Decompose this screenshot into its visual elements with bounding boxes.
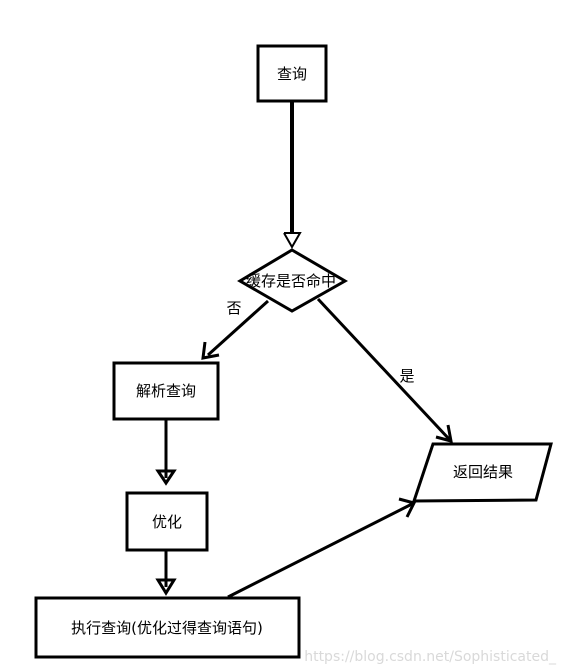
node-return-result-shape xyxy=(411,442,553,503)
edge-parse-to-optimize xyxy=(155,419,177,486)
arrowhead xyxy=(155,469,177,486)
edge-cache-to-parse xyxy=(201,299,270,360)
edge-line xyxy=(206,299,270,357)
edge-query-to-cache xyxy=(283,101,302,250)
node-cache-check-diamond xyxy=(237,248,349,313)
edge-cache-to-result xyxy=(316,297,453,444)
edge-label-yes: 是 xyxy=(399,367,414,385)
arrowhead xyxy=(435,424,453,444)
node-optimize-label: 优化 xyxy=(152,513,182,531)
arrowhead xyxy=(201,341,220,360)
arrowhead xyxy=(398,497,417,518)
edge-label-no: 否 xyxy=(226,299,241,317)
edge-optimize-to-execute xyxy=(155,550,177,596)
node-parse-label: 解析查询 xyxy=(136,382,196,400)
node-execute-label: 执行查询(优化过得查询语句) xyxy=(71,619,263,637)
node-query-box xyxy=(256,44,328,103)
node-parse-box xyxy=(112,361,220,421)
watermark: https://blog.csdn.net/Sophisticated_ xyxy=(304,649,557,665)
arrowhead xyxy=(283,232,302,250)
node-cache-check-label: 缓存是否命中 xyxy=(246,272,336,290)
node-return-result-label: 返回结果 xyxy=(453,463,513,481)
node-query-label: 查询 xyxy=(277,65,307,83)
node-optimize-box xyxy=(125,491,209,552)
node-parse: 解析查询 xyxy=(112,361,220,421)
arrowhead xyxy=(155,578,177,596)
node-return-result: 返回结果 xyxy=(411,442,553,503)
node-query: 查询 xyxy=(256,44,328,103)
edge-execute-to-result xyxy=(227,497,417,599)
node-execute: 执行查询(优化过得查询语句) xyxy=(34,596,301,659)
node-cache-check: 缓存是否命中 xyxy=(237,248,349,313)
edge-line xyxy=(227,502,413,599)
edge-line xyxy=(316,297,451,441)
node-execute-box xyxy=(34,596,301,659)
node-optimize: 优化 xyxy=(125,491,209,552)
